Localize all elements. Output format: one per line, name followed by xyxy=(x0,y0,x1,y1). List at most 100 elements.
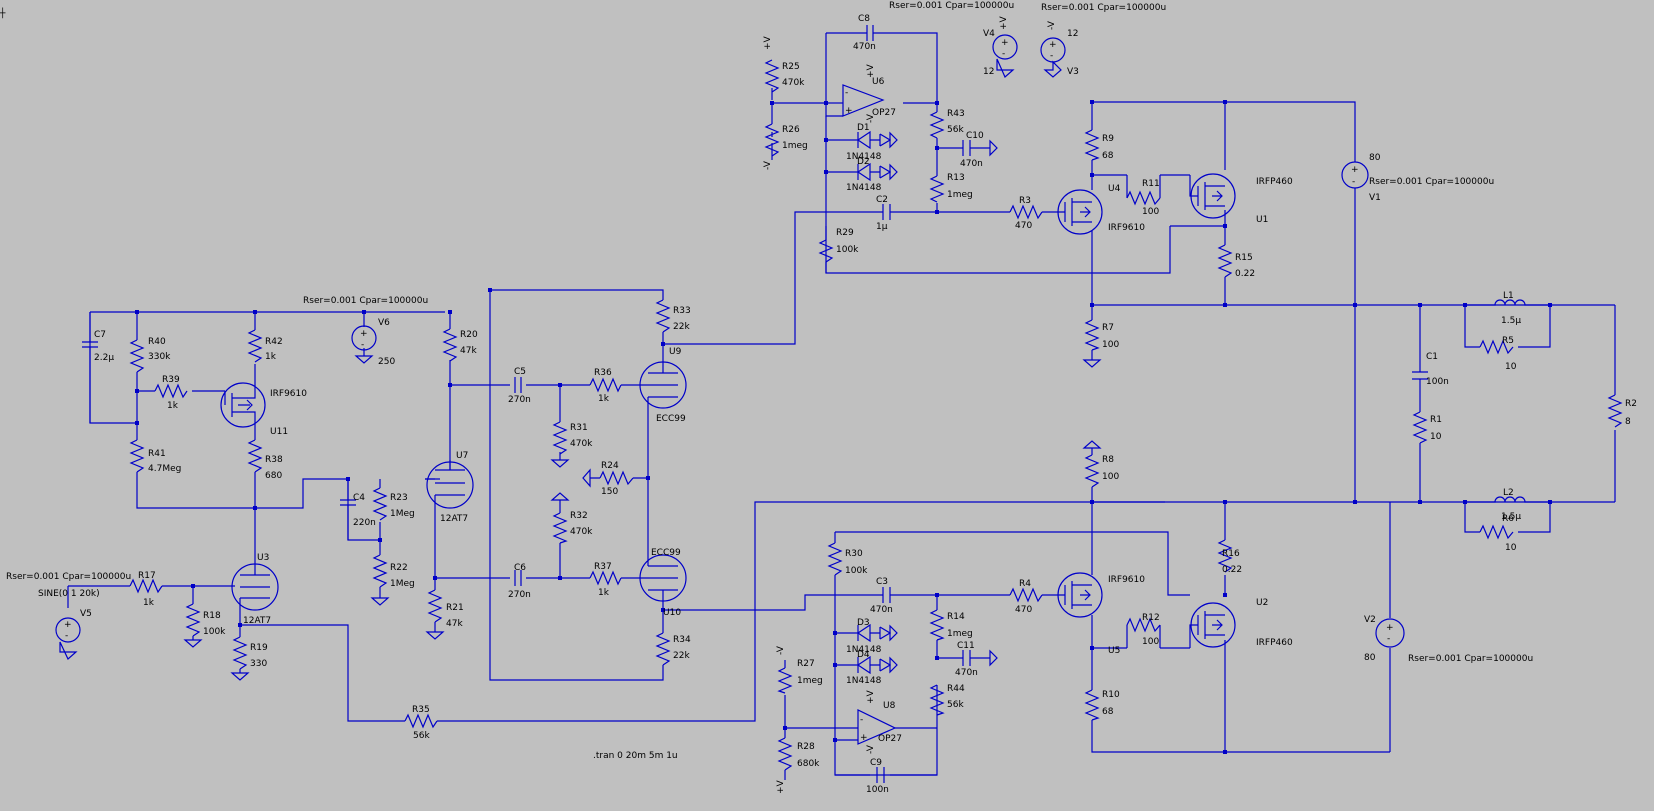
svg-text:U10: U10 xyxy=(663,608,681,618)
svg-text:U9: U9 xyxy=(669,347,682,357)
svg-text:R30: R30 xyxy=(845,549,863,559)
capacitor-c7[interactable]: C72.2µ xyxy=(82,312,114,423)
svg-text:V2: V2 xyxy=(1364,615,1376,625)
resistor-r2[interactable]: R28 xyxy=(1607,394,1637,428)
inductor-l1[interactable]: L11.5µ xyxy=(1465,291,1550,326)
svg-text:470: 470 xyxy=(1015,221,1032,231)
svg-text:680: 680 xyxy=(265,471,282,481)
sim-directive[interactable]: .tran 0 20m 5m 1u xyxy=(593,751,678,761)
svg-text:+: + xyxy=(845,106,853,116)
svg-text:+V: +V xyxy=(776,779,786,794)
svg-text:R8: R8 xyxy=(1102,455,1114,465)
svg-text:68: 68 xyxy=(1102,151,1114,161)
svg-text:-: - xyxy=(1050,51,1053,61)
svg-text:R16: R16 xyxy=(1222,549,1240,559)
svg-text:R10: R10 xyxy=(1102,690,1120,700)
svg-text:1meg: 1meg xyxy=(947,629,973,639)
inductor-l2[interactable]: L21.5µ xyxy=(1465,488,1550,522)
svg-text:270n: 270n xyxy=(508,590,531,600)
svg-text:470k: 470k xyxy=(782,78,805,88)
svg-text:R23: R23 xyxy=(390,493,408,503)
svg-text:250: 250 xyxy=(378,357,395,367)
svg-text:47k: 47k xyxy=(446,619,463,629)
svg-text:470k: 470k xyxy=(570,527,593,537)
